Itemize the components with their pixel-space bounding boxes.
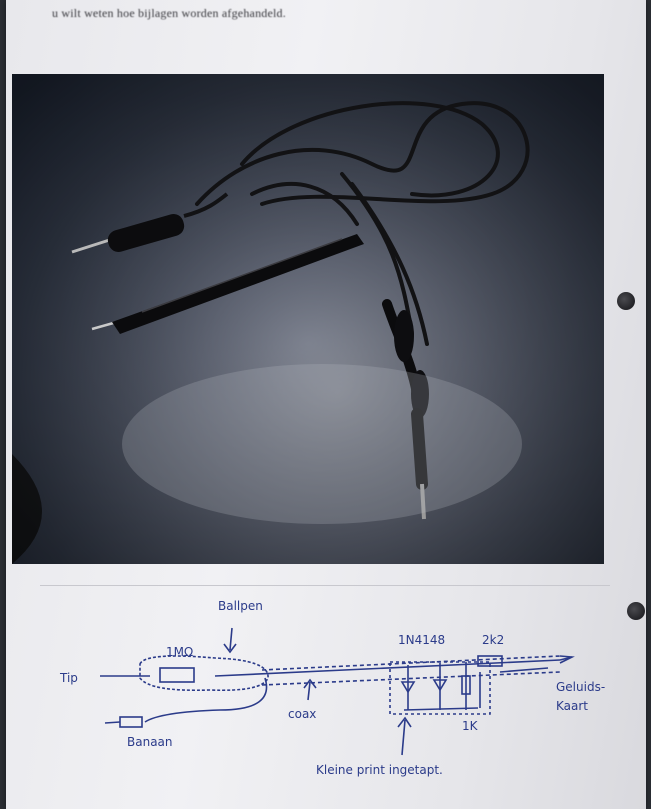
punch-hole-bottom: [627, 602, 645, 620]
cable-coil: [195, 101, 530, 346]
label-banaan: Banaan: [127, 735, 173, 749]
ballpen-probe: [91, 234, 364, 334]
label-kaart: Kaart: [556, 699, 588, 713]
label-1k: 1K: [462, 719, 479, 733]
probe-photo-drawing: [12, 74, 604, 564]
label-kleine-print: Kleine print ingetapt.: [316, 763, 443, 777]
punch-hole-top: [617, 292, 635, 310]
jack-plug: [382, 299, 429, 520]
banana-plug: [71, 192, 229, 254]
label-coax: coax: [288, 707, 316, 721]
label-geluids: Geluids-: [556, 680, 605, 694]
sketch-lines: [100, 627, 575, 756]
top-text-line: u wilt weten hoe bijlagen worden afgehan…: [52, 6, 286, 20]
label-ballpen: Ballpen: [218, 599, 263, 613]
circuit-sketch: Ballpen 1MΩ 1N4148 2k2 Tip coax Geluids-…: [59, 599, 605, 777]
label-2k2: 2k2: [482, 633, 504, 647]
label-1m-resistor: 1MΩ: [166, 645, 193, 659]
label-1n4148: 1N4148: [398, 633, 445, 647]
section-divider: [40, 585, 610, 586]
probe-photo: [12, 74, 604, 564]
label-tip: Tip: [59, 671, 78, 685]
